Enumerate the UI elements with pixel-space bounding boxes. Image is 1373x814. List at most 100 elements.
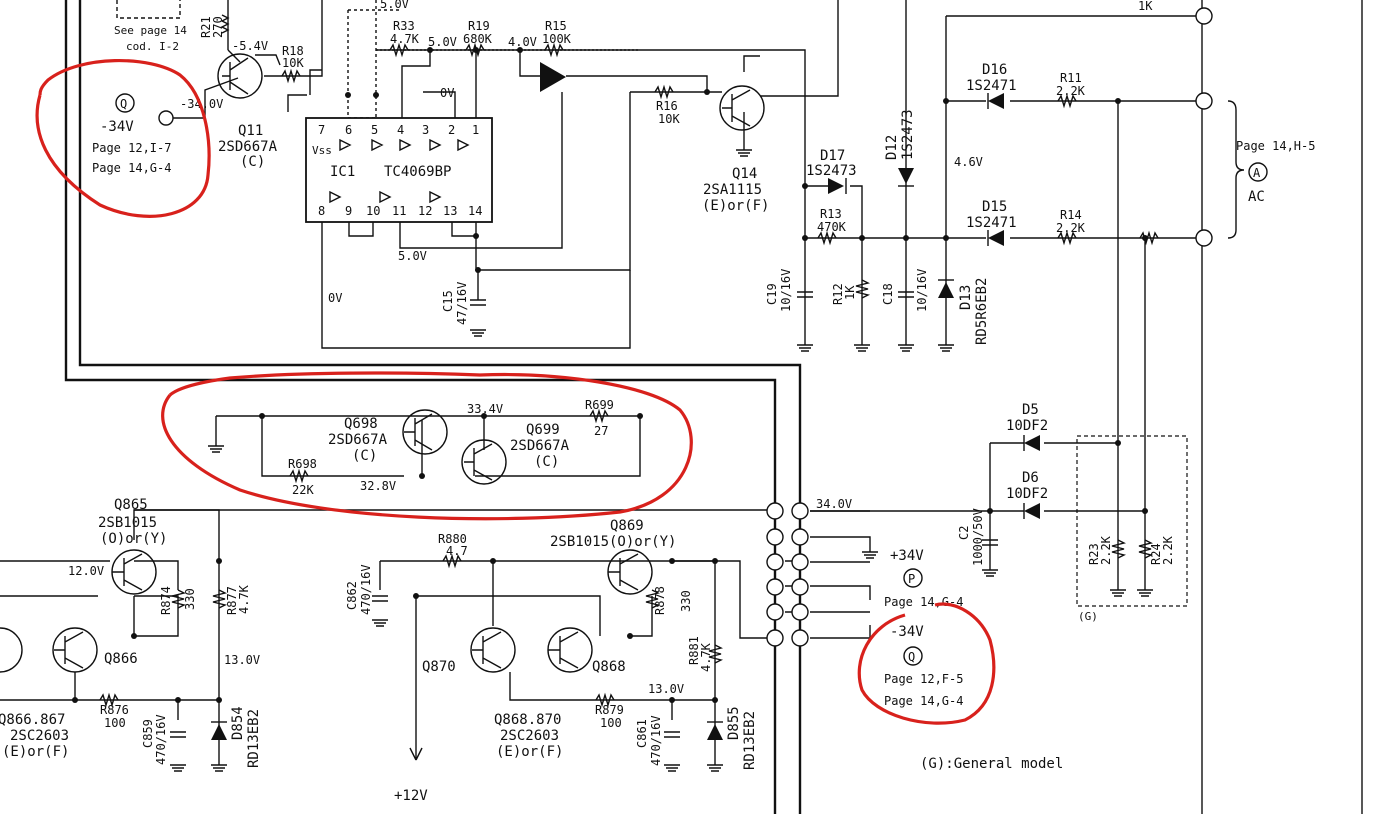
v-neg54: -5.4V	[232, 39, 268, 53]
ic1-package	[305, 117, 493, 223]
r879-name: R879	[595, 703, 624, 717]
r24-name: R24	[1149, 543, 1163, 565]
capacitor-symbols	[170, 291, 998, 738]
q699-grade: (C)	[534, 454, 559, 470]
v-130b: 13.0V	[648, 682, 684, 696]
q866-symbol	[52, 627, 98, 673]
q865-grade: (O)or(Y)	[100, 531, 167, 547]
r24-value: 2.2K	[1161, 535, 1175, 565]
q866-867-grade: (E)or(F)	[2, 744, 69, 760]
a-symbol	[1248, 162, 1268, 182]
c2-name: C2	[957, 526, 971, 540]
ic1-pin-1: 1	[472, 123, 479, 137]
c15-name: C15	[441, 290, 455, 312]
r11-value: 2.2K	[1056, 84, 1086, 98]
diode-symbols	[211, 62, 1040, 740]
r33-value: 4.7K	[390, 32, 420, 46]
c861-name: C861	[635, 719, 649, 748]
q869-part: 2SB1015(O)or(Y)	[550, 534, 676, 550]
d6-part: 10DF2	[1006, 486, 1048, 502]
q-symbol-left-letter: Q	[120, 97, 127, 111]
c18-name: C18	[881, 283, 895, 305]
q868-870-grade: (E)or(F)	[496, 744, 563, 760]
cod-label: cod. I-2	[126, 40, 179, 53]
r23-name: R23	[1087, 543, 1101, 565]
g-box-label: (G)	[1078, 610, 1098, 623]
general-model-box	[1076, 435, 1188, 607]
r19-value: 680K	[463, 32, 493, 46]
ic1-pin-3: 3	[422, 123, 429, 137]
c19-name: C19	[765, 283, 779, 305]
r18-value: 10K	[282, 56, 304, 70]
ic1-pin-14: 14	[468, 204, 482, 218]
ic1-v0b: 0V	[328, 291, 342, 305]
q698-name: Q698	[344, 416, 378, 432]
r16-value: 10K	[658, 112, 680, 126]
ic1-vss: Vss	[312, 144, 332, 157]
r881-value: 4.7K	[699, 642, 713, 672]
r12-name: R12	[831, 283, 845, 305]
q14-part: 2SA1115	[703, 182, 762, 198]
d16-name: D16	[982, 62, 1007, 78]
r877-value: 4.7K	[237, 584, 251, 614]
r13-name: R13	[820, 207, 842, 221]
q866-867-name: Q866.867	[0, 712, 65, 728]
r16-name: R16	[656, 99, 678, 113]
red-circle-left	[35, 58, 211, 218]
see-page-label: See page 14	[114, 24, 187, 37]
v-top: 5.0V	[380, 0, 409, 11]
q867-symbol	[0, 627, 23, 673]
ic1-name: IC1	[330, 164, 355, 180]
d13-name: D13	[958, 285, 974, 310]
r14-name: R14	[1060, 208, 1082, 222]
r880-value: 4.7	[446, 544, 468, 558]
v-120: 12.0V	[68, 564, 104, 578]
q11-part: 2SD667A	[218, 139, 278, 155]
c862-value: 470/16V	[359, 564, 373, 615]
r698-name: R698	[288, 457, 317, 471]
c859-name: C859	[141, 719, 155, 748]
ic1-pin-12: 12	[418, 204, 432, 218]
junction-dots	[72, 47, 1148, 703]
q698-grade: (C)	[352, 448, 377, 464]
d15-name: D15	[982, 199, 1007, 215]
r878-name: R878	[653, 586, 667, 615]
q14-symbol	[719, 85, 765, 131]
ground-symbols	[170, 149, 1153, 772]
ic1-pin-8: 8	[318, 204, 325, 218]
q-ref-page-1: Page 12,F-5	[884, 672, 963, 686]
q868-name: Q868	[592, 659, 626, 675]
r877-name: R877	[225, 586, 239, 615]
d12-name: D12	[884, 135, 900, 160]
terminal-circles	[158, 7, 1213, 247]
d854-part: RD13EB2	[246, 709, 262, 768]
v-340: 34.0V	[816, 497, 852, 511]
q866-name: Q866	[104, 651, 138, 667]
ac-page: Page 14,H-5	[1236, 139, 1315, 153]
d855-part: RD13EB2	[742, 711, 758, 770]
q-ref-voltage: -34V	[890, 624, 924, 640]
v-130a: 13.0V	[224, 653, 260, 667]
ic1-pin-10: 10	[366, 204, 380, 218]
v-46: 4.6V	[954, 155, 983, 169]
r15-value: 100K	[542, 32, 572, 46]
r-top-value: 1K	[1138, 0, 1153, 13]
ic1-v50: 5.0V	[398, 249, 427, 263]
ac-label: AC	[1248, 189, 1265, 205]
r876-value: 100	[104, 716, 126, 730]
d15-part: 1S2471	[966, 215, 1017, 231]
q14-grade: (E)or(F)	[702, 198, 769, 214]
d5-name: D5	[1022, 402, 1039, 418]
q868-870-part: 2SC2603	[500, 728, 559, 744]
red-oval-middle	[161, 371, 693, 521]
c18-value: 10/16V	[915, 269, 929, 312]
p-ref-voltage: +34V	[890, 548, 924, 564]
d17-part: 1S2473	[806, 163, 857, 179]
q-symbol-left	[115, 93, 135, 113]
q869-name: Q869	[610, 518, 644, 534]
q699-part: 2SD667A	[510, 438, 570, 454]
ic1-v0: 0V	[440, 86, 454, 100]
q11-name: Q11	[238, 123, 263, 139]
